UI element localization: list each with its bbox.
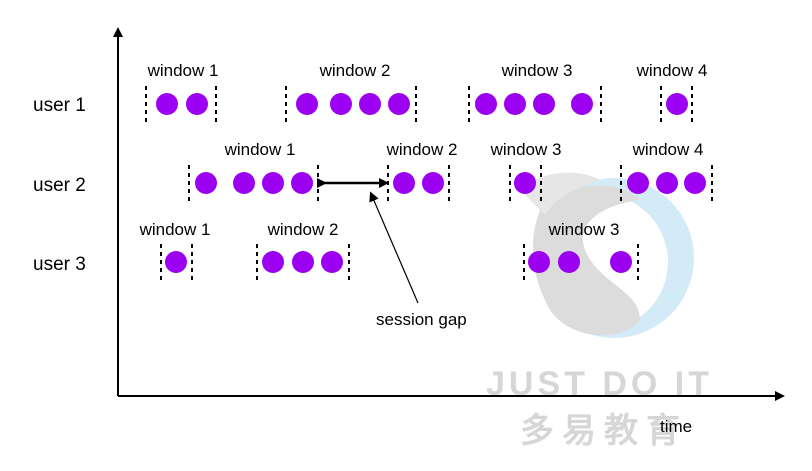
user2-window-3-event	[514, 172, 536, 194]
user1-window-1-event	[156, 93, 178, 115]
user2-window-1-event	[195, 172, 217, 194]
user3-window-1-event	[165, 251, 187, 273]
user1-window-4-event	[666, 93, 688, 115]
user2-window-4-event	[627, 172, 649, 194]
row-label-user-1: user 1	[33, 95, 86, 116]
user1-window-1-event	[186, 93, 208, 115]
watermark: JUST DO IT 多易教育	[486, 172, 713, 450]
user3-window-3-label: window 3	[548, 220, 620, 239]
user2-window-4-event	[656, 172, 678, 194]
user1-window-2-event	[296, 93, 318, 115]
user2-window-1-event	[262, 172, 284, 194]
user1-window-2-event	[359, 93, 381, 115]
user2-window-2-event	[393, 172, 415, 194]
user3-window-3-event	[558, 251, 580, 273]
user1-window-4-label: window 4	[636, 61, 708, 80]
user2-window-4-label: window 4	[632, 140, 704, 159]
row-label-user-3: user 3	[33, 254, 86, 275]
row-label-user-2: user 2	[33, 175, 86, 196]
user2-window-1-label: window 1	[224, 140, 296, 159]
user1-window-3-event	[533, 93, 555, 115]
user1-window-1-label: window 1	[147, 61, 219, 80]
window-boundaries	[145, 86, 713, 280]
user1-window-3-event	[571, 93, 593, 115]
user2-window-4-event	[684, 172, 706, 194]
user3-window-1-label: window 1	[139, 220, 211, 239]
user2-window-3-label: window 3	[490, 140, 562, 159]
user2-window-1-event	[291, 172, 313, 194]
user1-window-2-event	[388, 93, 410, 115]
watermark-slogan: JUST DO IT	[486, 365, 713, 403]
user3-window-3-event	[610, 251, 632, 273]
session-gap-pointer	[369, 191, 419, 304]
watermark-brand: 多易教育	[520, 412, 688, 450]
events	[156, 93, 706, 273]
session-gap-label: session gap	[376, 310, 467, 329]
user3-window-2-event	[292, 251, 314, 273]
user3-window-2-event	[321, 251, 343, 273]
user1-window-2-event	[330, 93, 352, 115]
user1-window-3-label: window 3	[501, 61, 573, 80]
user2-window-2-event	[422, 172, 444, 194]
user3-window-3-event	[528, 251, 550, 273]
user1-window-2-label: window 2	[319, 61, 391, 80]
user2-window-2-label: window 2	[386, 140, 458, 159]
watermark-gray-swirl	[533, 185, 640, 336]
user3-window-2-event	[262, 251, 284, 273]
user1-window-3-event	[504, 93, 526, 115]
user3-window-2-label: window 2	[267, 220, 339, 239]
user2-window-1-event	[233, 172, 255, 194]
user1-window-3-event	[475, 93, 497, 115]
x-axis-label: time	[660, 417, 692, 436]
